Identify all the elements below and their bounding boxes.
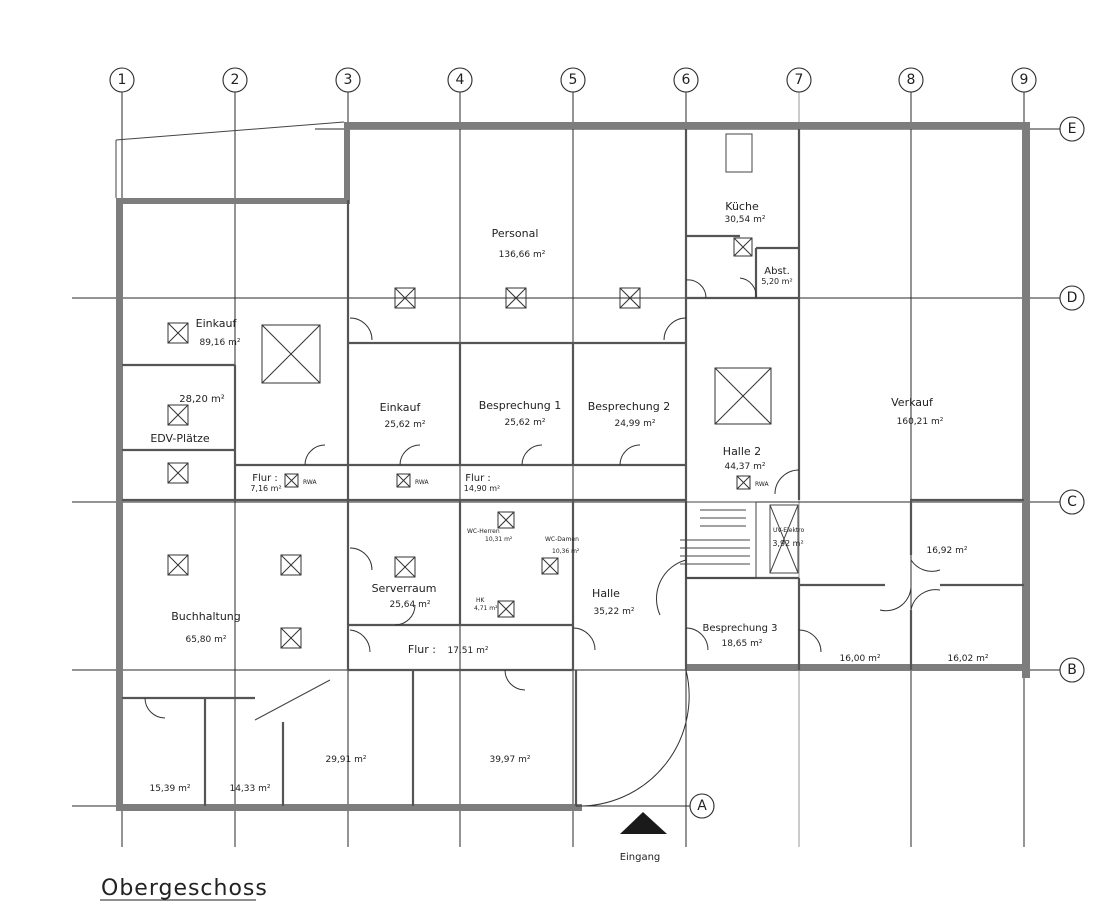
grid-row-bubbles: E D C B A — [689, 116, 1085, 819]
vent-1 — [167, 322, 189, 344]
vent-2 — [167, 404, 189, 426]
room-1602-area: 16,02 m² — [947, 654, 988, 664]
grid-label-4: 4 — [456, 72, 465, 88]
room-besprechung1-name: Besprechung 1 — [479, 399, 562, 412]
room-hk-area: 4,71 m² — [474, 605, 498, 612]
vent-3 — [167, 462, 189, 484]
room-halle2-name: Halle 2 — [723, 445, 761, 458]
grid-label-6: 6 — [682, 72, 691, 88]
grid-rows — [72, 128, 1060, 807]
grid-columns — [121, 92, 1025, 847]
kitchen-counter — [725, 133, 753, 173]
vent-8 — [284, 473, 299, 488]
vent-7 — [733, 237, 753, 257]
room-abst-name: Abst. — [764, 266, 790, 277]
room-1600-area: 16,00 m² — [839, 654, 880, 664]
room-flur3-area: 17,51 m² — [447, 646, 488, 656]
room-buchhaltung-name: Buchhaltung — [171, 610, 241, 623]
room-besprechung2-name: Besprechung 2 — [588, 400, 671, 413]
room-1433-area: 14,33 m² — [229, 784, 270, 794]
skylight-large-2 — [714, 367, 772, 425]
grid-label-2: 2 — [231, 72, 240, 88]
room-besprechung1-area: 25,62 m² — [504, 418, 545, 428]
vent-17 — [497, 600, 515, 618]
vent-15 — [497, 511, 515, 529]
skylight-large-1 — [261, 324, 321, 384]
grid-label-e: E — [1068, 121, 1077, 137]
grid-label-9: 9 — [1020, 72, 1029, 88]
room-einkauf-small-area: 25,62 m² — [384, 420, 425, 430]
grid-label-7: 7 — [795, 72, 804, 88]
room-verkauf-name: Verkauf — [891, 396, 934, 409]
rwa-label-1: RWA — [303, 479, 318, 486]
room-einkauf-large-area: 89,16 m² — [199, 338, 240, 348]
room-uv-name: UV-Elektro — [773, 527, 805, 534]
grid-label-d: D — [1067, 290, 1078, 306]
rwa-label-3: RWA — [755, 481, 770, 488]
room-edv-area: 28,20 m² — [179, 394, 225, 405]
grid-label-5: 5 — [569, 72, 578, 88]
room-2991-area: 29,91 m² — [325, 755, 366, 765]
room-1539-area: 15,39 m² — [149, 784, 190, 794]
room-halle-area: 35,22 m² — [593, 607, 634, 617]
grid-label-8: 8 — [907, 72, 916, 88]
room-serverraum-area: 25,64 m² — [389, 600, 430, 610]
exterior-walls — [115, 121, 1030, 811]
room-wc-damen-name: WC-Damen — [545, 536, 579, 543]
vent-9 — [396, 473, 411, 488]
room-wc-herren-name: WC-Herren — [467, 528, 500, 535]
room-einkauf-large-name: Einkauf — [196, 317, 238, 330]
room-besprechung3-area: 18,65 m² — [721, 639, 762, 649]
grid-label-3: 3 — [344, 72, 353, 88]
skylights — [167, 237, 772, 649]
grid-label-c: C — [1067, 494, 1077, 510]
room-einkauf-small-name: Einkauf — [380, 401, 422, 414]
room-wc-damen-area: 10,36 m² — [552, 548, 580, 555]
room-flur2-name: Flur : — [465, 473, 491, 484]
room-personal-area: 136,66 m² — [499, 250, 546, 260]
entrance-label: Eingang — [620, 852, 661, 863]
grid-label-1: 1 — [118, 72, 127, 88]
room-wc-herren-area: 10,31 m² — [485, 536, 513, 543]
room-halle2-area: 44,37 m² — [724, 462, 765, 472]
plan-title: Obergeschoss — [101, 876, 268, 901]
vent-14 — [394, 556, 416, 578]
grid-label-a: A — [697, 798, 707, 814]
rwa-label-2: RWA — [415, 479, 430, 486]
room-flur2-area: 14,90 m² — [464, 484, 500, 493]
interior-walls — [122, 129, 1024, 806]
vent-4 — [394, 287, 416, 309]
room-buchhaltung-area: 65,80 m² — [185, 635, 226, 645]
room-personal-name: Personal — [492, 227, 539, 240]
room-kueche-area: 30,54 m² — [724, 215, 765, 225]
vent-13 — [280, 627, 302, 649]
vent-12 — [280, 554, 302, 576]
room-flur1-name: Flur : — [252, 473, 278, 484]
entrance-arrow-icon — [620, 812, 667, 834]
room-hk-name: HK — [476, 597, 486, 604]
room-flur1-area: 7,16 m² — [250, 484, 281, 493]
grid-label-b: B — [1067, 662, 1077, 678]
room-3997-area: 39,97 m² — [489, 755, 530, 765]
room-verkauf-area: 160,21 m² — [897, 417, 944, 427]
room-besprechung2-area: 24,99 m² — [614, 419, 655, 429]
vent-5 — [505, 287, 527, 309]
vent-11 — [167, 554, 189, 576]
room-besprechung3-name: Besprechung 3 — [702, 623, 777, 634]
room-flur3-name: Flur : — [408, 643, 436, 656]
doors — [144, 277, 941, 807]
vent-10 — [736, 475, 751, 490]
vent-16 — [541, 557, 559, 575]
room-edv-name: EDV-Plätze — [150, 432, 210, 445]
vent-6 — [619, 287, 641, 309]
room-uv-area: 3,92 m² — [772, 539, 803, 548]
grid-column-bubbles: 1 2 3 4 5 6 7 8 9 — [109, 67, 1037, 93]
room-kueche-name: Küche — [725, 200, 759, 213]
room-serverraum-name: Serverraum — [372, 582, 437, 595]
room-abst-area: 5,20 m² — [761, 277, 792, 286]
room-halle-name: Halle — [592, 587, 620, 600]
room-1692-area: 16,92 m² — [926, 546, 967, 556]
room-labels: Personal 136,66 m² Küche 30,54 m² Abst. … — [149, 200, 988, 794]
